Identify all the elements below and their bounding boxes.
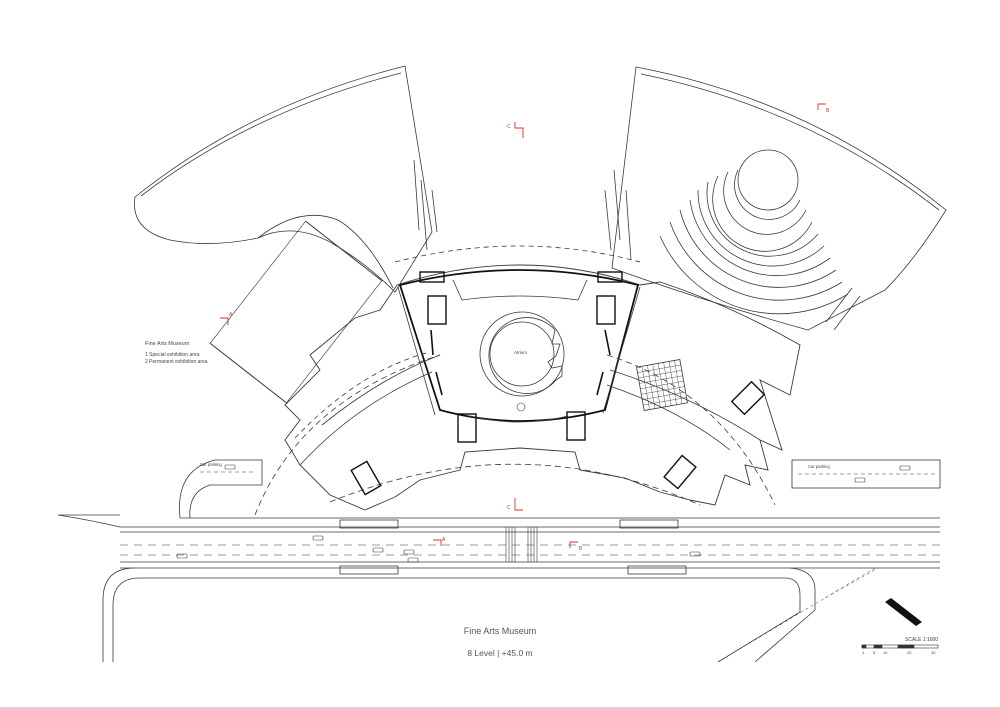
legend-item-special: 1 Special exhibition area: [145, 352, 200, 358]
car-parking-right-label: Car parking: [808, 464, 830, 469]
right-wing: [604, 66, 947, 331]
left-pavilion: [209, 220, 383, 404]
legend-title: Fine Arts Museum: [145, 341, 190, 347]
atrium-label: Atrium: [514, 350, 528, 355]
scale-tick: 20: [907, 650, 912, 655]
legend-item-permanent: 2 Permanent exhibition area: [145, 359, 208, 365]
atrium-circle: [479, 311, 565, 397]
stair-cores: [350, 271, 766, 496]
central-building: [254, 245, 801, 516]
section-label-a-left: A: [229, 312, 233, 318]
scale-tick: 5: [873, 650, 876, 655]
scale-tick: 1: [862, 650, 865, 655]
section-label-c-top: C: [507, 124, 511, 130]
north-arrow-icon: [885, 598, 922, 626]
scale-tick: 30: [931, 650, 936, 655]
scale-label: SCALE 1:1000: [905, 637, 939, 643]
section-label-a-bottom: A: [442, 537, 446, 543]
drawing-title: Fine Arts Museum: [463, 626, 537, 636]
section-markers: [220, 103, 826, 548]
section-label-b-top: B: [826, 108, 830, 114]
cars: [176, 464, 911, 563]
car-parking-left-label: Car parking: [200, 462, 222, 467]
section-label-b-bottom: B: [579, 546, 583, 552]
section-label-c-bottom: C: [507, 505, 511, 511]
left-wing: [134, 65, 438, 293]
drawing-level: 8 Level | +45.0 m: [467, 648, 533, 658]
scale-bar: [861, 644, 939, 649]
roads: [57, 459, 941, 663]
scale-tick: 10: [883, 650, 888, 655]
